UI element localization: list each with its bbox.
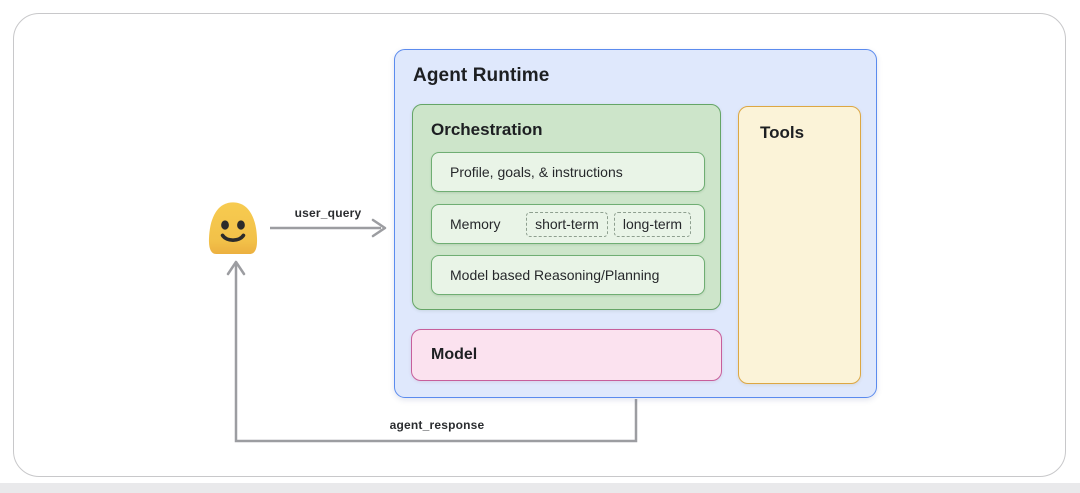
- emoji-smile: [220, 233, 246, 242]
- profile-goals-instructions-box: Profile, goals, & instructions: [431, 152, 705, 192]
- user-smiley-emoji: [204, 199, 262, 260]
- tools-box: Tools: [738, 106, 861, 384]
- user-query-label: user_query: [294, 206, 362, 220]
- agent-response-label: agent_response: [389, 418, 485, 432]
- emoji-head-shape: [208, 202, 258, 254]
- memory-label: Memory: [450, 216, 501, 232]
- agent-runtime-title: Agent Runtime: [413, 65, 550, 86]
- memory-chip-group: short-term long-term: [526, 211, 691, 237]
- memory-box: Memory short-term long-term: [431, 204, 705, 244]
- emoji-right-eye: [237, 220, 245, 230]
- reasoning-planning-box: Model based Reasoning/Planning: [431, 255, 705, 295]
- emoji-left-eye: [221, 220, 229, 230]
- orchestration-box: Orchestration Profile, goals, & instruct…: [412, 104, 721, 310]
- long-term-memory-chip: long-term: [613, 211, 691, 237]
- profile-goals-instructions-label: Profile, goals, & instructions: [450, 164, 623, 180]
- tools-label: Tools: [760, 123, 805, 142]
- short-term-memory-chip: short-term: [526, 211, 608, 237]
- orchestration-title: Orchestration: [431, 120, 543, 139]
- agent-runtime-box: Agent Runtime Orchestration Profile, goa…: [394, 49, 877, 398]
- model-box: Model: [411, 329, 722, 381]
- bottom-strip: [0, 483, 1080, 493]
- model-label: Model: [431, 346, 478, 363]
- reasoning-planning-label: Model based Reasoning/Planning: [450, 267, 660, 283]
